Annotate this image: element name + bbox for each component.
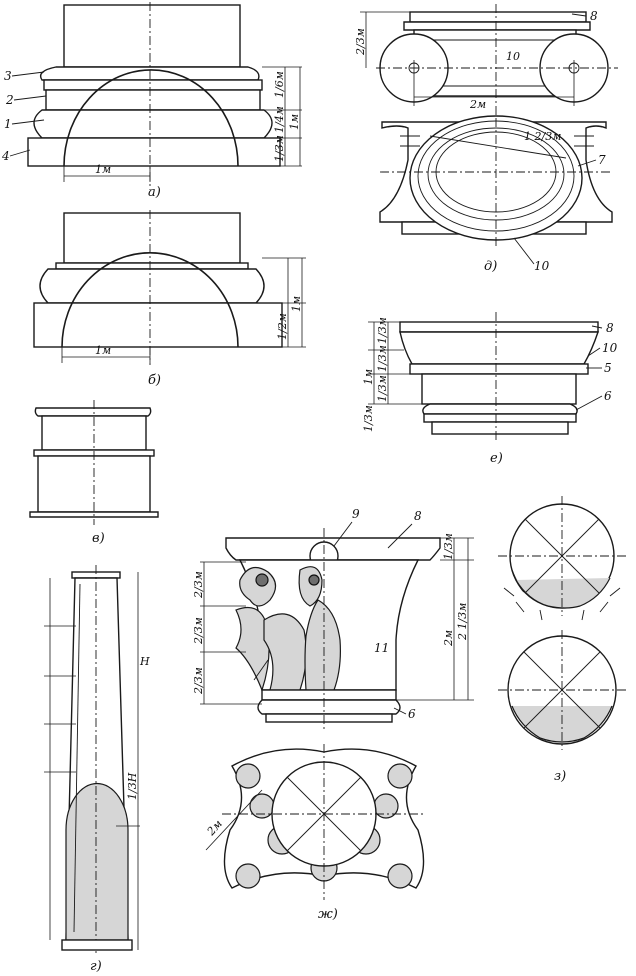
figure-b-base: 1м 1/2м 1м б) (33, 210, 306, 388)
figure-d-ionic-capital: 2/3м 10 2м 8 1 2/3м 7 10 д) (354, 4, 618, 274)
part-label-10-e: 10 (602, 341, 618, 355)
figure-label-e: е) (490, 451, 503, 466)
dim-g-H: H (139, 655, 150, 668)
part-label-6: 6 (604, 389, 612, 403)
part-label-2: 2 (5, 93, 14, 107)
part-label-9: 9 (352, 507, 360, 521)
dim-e-13m-a: 1/3м (376, 317, 389, 344)
part-label-3: 3 (4, 69, 12, 83)
figure-label-v: в) (92, 531, 105, 546)
dim-b-1m-vertical: 1м (290, 296, 303, 312)
figure-a-base: 1м 1/6м 1/4м 1/3м 1м 3 2 1 4 а) (1, 2, 302, 200)
dim-zh-23m-a: 2/3м (192, 571, 205, 599)
part-label-6-zh: 6 (408, 707, 416, 721)
figure-v-small-base: в) (29, 400, 159, 546)
dim-zh-23m-b: 2/3м (192, 617, 205, 645)
part-label-7: 7 (598, 153, 606, 167)
part-label-8-d: 8 (590, 9, 598, 23)
dim-e-1m: 1м (362, 369, 375, 385)
figure-e-capital: 1м 1/3м 1/3м 1/3м 1/3м 8 10 5 6 е) (362, 312, 618, 466)
dim-b-12m: 1/2м (276, 313, 289, 340)
dim-zh-23m-c: 2/3м (192, 667, 205, 695)
part-label-5: 5 (604, 361, 612, 375)
figure-label-g: г) (90, 959, 102, 974)
part-label-4: 4 (1, 149, 10, 163)
figure-label-d: д) (484, 259, 497, 274)
dim-b-1m: 1м (95, 344, 111, 357)
part-label-10-d: 10 (534, 259, 550, 273)
figure-label-a: а) (148, 185, 161, 200)
dim-zh-2m: 2м (442, 630, 455, 647)
part-label-11: 11 (374, 641, 389, 655)
dim-zh-213m: 2 1/3м (456, 603, 469, 641)
figure-label-zh: ж) (318, 907, 338, 922)
part-label-8-e: 8 (606, 321, 614, 335)
figure-g-column: H 1/3H г) (44, 565, 150, 974)
dim-zh-2m-plan: 2м (204, 817, 225, 838)
dim-d-2m: 2м (469, 98, 486, 111)
dim-a-14m: 1/4м (273, 106, 286, 133)
dim-e-13m-b: 1/3м (376, 345, 389, 372)
dim-d-10: 10 (506, 50, 520, 63)
dim-a-1m-vertical: 1м (288, 114, 301, 130)
dim-g-13H: 1/3H (126, 772, 139, 800)
figure-label-z: з) (554, 769, 566, 784)
part-label-1: 1 (4, 117, 12, 131)
figure-zh-corinthian-capital: 2/3м 2/3м 2/3м 1/3м 2м 2 1/3м 9 8 11 6 2… (192, 507, 474, 922)
figure-label-b: б) (148, 373, 161, 388)
dim-e-13m-d: 1/3м (362, 405, 375, 432)
dim-a-16m: 1/6м (273, 71, 286, 98)
dim-a-1m: 1м (95, 163, 111, 176)
dim-a-13m: 1/3м (273, 135, 286, 162)
dim-zh-13m: 1/3м (442, 533, 455, 560)
dim-d-123m: 1 2/3м (524, 130, 561, 143)
dim-d-23m: 2/3м (354, 28, 367, 56)
part-label-8-zh: 8 (414, 509, 422, 523)
dim-e-13m-c: 1/3м (376, 375, 389, 402)
figure-z-flute-plans: з) (498, 496, 626, 784)
